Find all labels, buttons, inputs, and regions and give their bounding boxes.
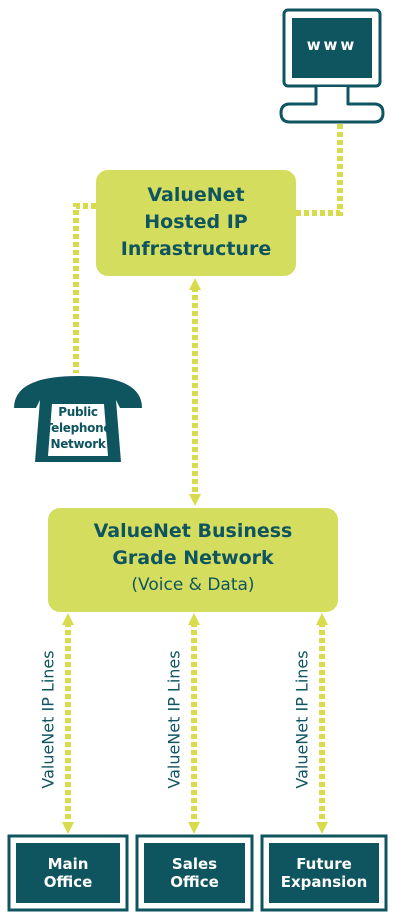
business-network-box	[48, 508, 338, 612]
arrowheads	[62, 278, 328, 834]
hosted-line-3: Infrastructure	[120, 238, 272, 260]
ip-lines-label-main: ValueNet IP Lines	[38, 650, 58, 789]
connector-monitor-to-hosted	[296, 124, 343, 216]
monitor-icon	[279, 8, 385, 124]
arrow-down-future	[316, 822, 328, 834]
business-line-1: ValueNet Business	[93, 520, 293, 542]
office-future-line-1: Future	[296, 855, 352, 873]
telephone-line-2: Telephone	[44, 421, 112, 435]
arrow-down-main	[62, 822, 74, 834]
business-line-3: (Voice & Data)	[131, 575, 255, 595]
connector-lines	[65, 124, 343, 825]
arrow-down-business	[189, 494, 201, 506]
office-future: Future Expansion	[269, 855, 379, 891]
arrow-up-hosted	[189, 278, 201, 290]
connector-hosted-to-phone	[73, 203, 96, 373]
business-line-2: Grade Network	[112, 547, 274, 569]
office-sales-line-2: Office	[170, 873, 219, 891]
office-sales: Sales Office	[144, 855, 245, 891]
arrow-up-sales	[188, 613, 200, 625]
arrow-up-main	[62, 613, 74, 625]
office-main: Main Office	[16, 855, 120, 891]
ip-lines-label-future: ValueNet IP Lines	[292, 650, 312, 789]
telephone-line-3: Network	[50, 437, 106, 451]
arrow-up-future	[316, 613, 328, 625]
office-future-line-2: Expansion	[280, 873, 368, 891]
office-main-line-1: Main	[47, 855, 89, 873]
business-network-label: ValueNet Business Grade Network (Voice &…	[48, 518, 338, 599]
telephone-line-1: Public	[58, 405, 98, 419]
monitor-screen-text: www	[306, 36, 358, 54]
hosted-ip-label: ValueNet Hosted IP Infrastructure	[96, 182, 296, 263]
hosted-ip-box	[96, 170, 296, 276]
arrow-down-sales	[188, 822, 200, 834]
hosted-line-1: ValueNet	[147, 184, 245, 206]
office-main-line-2: Office	[43, 873, 93, 891]
office-sales-line-1: Sales	[171, 855, 218, 873]
office-boxes	[7, 834, 388, 912]
ip-lines-label-sales: ValueNet IP Lines	[164, 650, 184, 789]
telephone-label: Public Telephone Network	[40, 404, 116, 452]
telephone-icon	[14, 376, 142, 462]
hosted-line-2: Hosted IP	[144, 211, 248, 233]
